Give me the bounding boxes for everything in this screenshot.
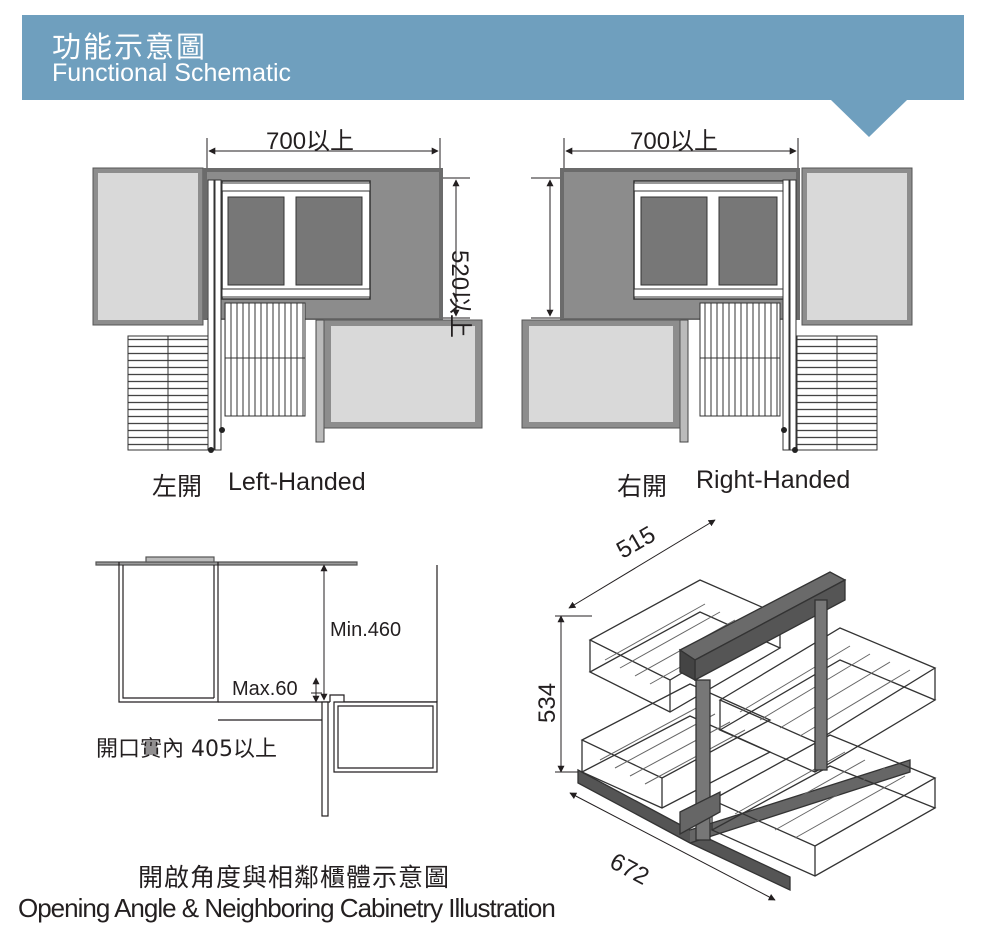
left-handed-drawing	[92, 138, 483, 453]
header-title-en: Functional Schematic	[52, 59, 292, 87]
right-handed-caption-zh: 右開	[617, 472, 668, 501]
left-depth-dimension: 520以上	[446, 250, 473, 339]
left-width-dimension: 700以上	[266, 128, 355, 155]
left-handed-caption-zh: 左開	[152, 472, 203, 501]
basket-3d	[555, 519, 937, 901]
header-banner	[22, 15, 964, 100]
header-notch	[831, 100, 907, 137]
opening-size-label: 開口實內 405以上	[96, 737, 277, 762]
min-460-label: Min.460	[330, 619, 402, 641]
max-60-label: Max.60	[232, 678, 298, 700]
footer-caption-en: Opening Angle & Neighboring Cabinetry Il…	[18, 893, 556, 923]
header-title-zh: 功能示意圖	[52, 30, 208, 64]
right-handed-caption-en: Right-Handed	[696, 466, 851, 494]
left-handed-caption-en: Left-Handed	[228, 468, 366, 496]
right-handed-drawing	[521, 138, 913, 453]
footer-caption-zh: 開啟角度與相鄰櫃體示意圖	[138, 863, 451, 892]
right-width-dimension: 700以上	[630, 128, 719, 155]
opening-diagram	[95, 556, 438, 817]
basket-dim-534: 534	[534, 682, 561, 723]
